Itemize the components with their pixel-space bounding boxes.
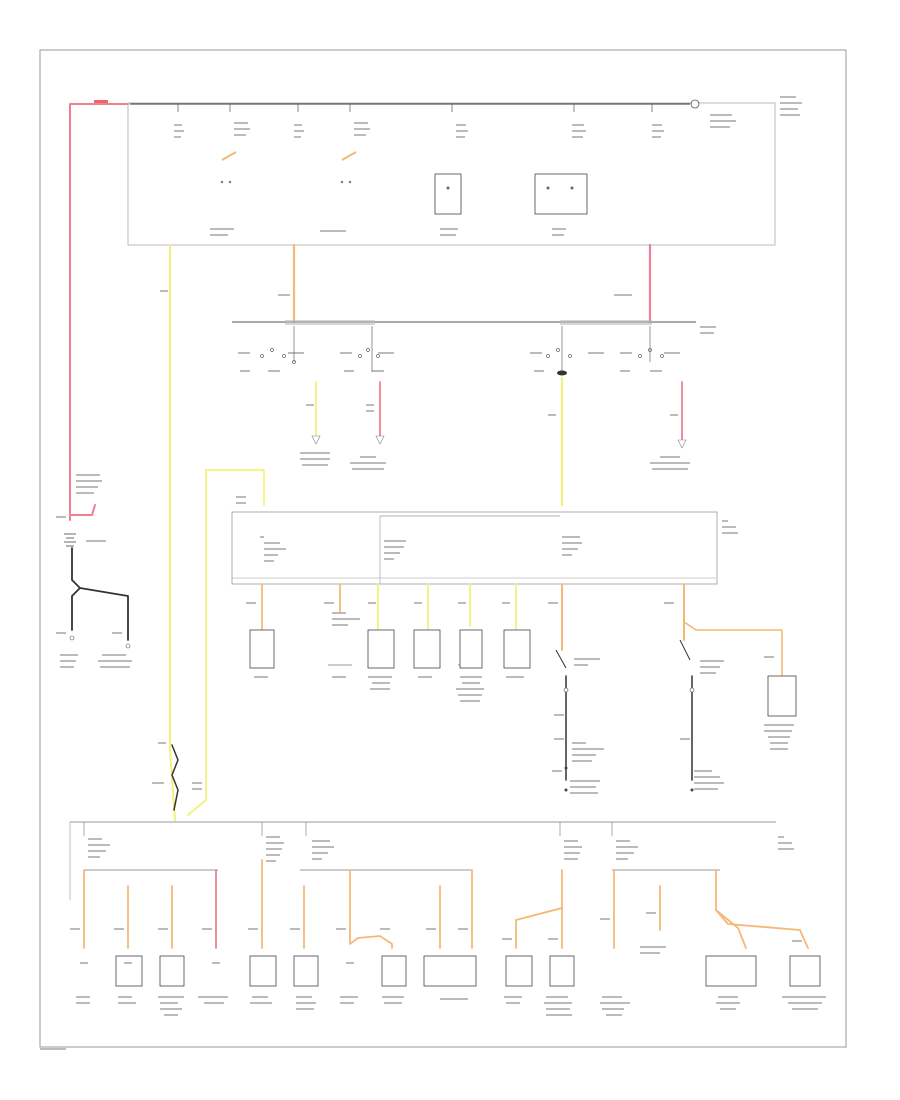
relay-box-1 bbox=[434, 173, 462, 215]
relay-box-2 bbox=[534, 173, 588, 215]
orange-right-branch bbox=[683, 621, 783, 677]
instrument-cluster-component bbox=[367, 629, 395, 669]
mid-component-labels bbox=[254, 676, 524, 702]
body-control-component bbox=[459, 629, 483, 669]
battery-red-jumper bbox=[69, 504, 96, 516]
relay-contacts bbox=[220, 151, 357, 184]
bottom-block-labels bbox=[88, 836, 794, 862]
battery-symbol bbox=[64, 533, 76, 547]
battery-red-wire bbox=[69, 103, 129, 521]
radio-component bbox=[413, 629, 441, 669]
black-splice bbox=[171, 744, 179, 811]
battery-labels bbox=[56, 474, 106, 542]
right-switch-labels bbox=[552, 658, 794, 794]
ignition-label-marks bbox=[238, 326, 716, 372]
underhood-fuse-box bbox=[127, 102, 776, 246]
bottom-wire-labels bbox=[70, 912, 802, 942]
mid-switch-2 bbox=[679, 639, 691, 661]
ground-symbol-top bbox=[690, 99, 700, 109]
ip-fuse-block-mid bbox=[231, 511, 718, 585]
top-fuse-taps bbox=[177, 104, 653, 112]
mid-block-labels bbox=[260, 520, 738, 562]
bottom-wires bbox=[83, 859, 809, 949]
yellow-labels bbox=[152, 290, 246, 790]
radio-placeholder bbox=[328, 664, 352, 666]
mid-switch-1 bbox=[555, 649, 567, 669]
mid-out-labels bbox=[246, 602, 774, 658]
feed-labels bbox=[278, 294, 632, 296]
clock-component bbox=[249, 629, 275, 669]
top-label-marks bbox=[174, 96, 802, 236]
corner-code-mark bbox=[40, 1048, 66, 1050]
diagram-frame bbox=[39, 49, 847, 1048]
ignition-bus-bar-right bbox=[560, 320, 652, 325]
battery-ground-wire-2 bbox=[79, 587, 129, 641]
ignition-bus-bar-left bbox=[285, 320, 375, 325]
yellow-main-feed bbox=[169, 244, 176, 821]
bottom-component-labels bbox=[76, 946, 826, 1016]
ignition-switch-contacts bbox=[260, 326, 664, 372]
bottom-components bbox=[115, 955, 821, 987]
right-side-component bbox=[767, 675, 797, 717]
bottom-bus-taps bbox=[83, 822, 613, 836]
yellow-second-feed bbox=[187, 469, 265, 816]
ignition-out-labels bbox=[300, 404, 690, 470]
ground-labels-left bbox=[56, 632, 132, 668]
cluster-component bbox=[503, 629, 531, 669]
battery-ground-wire bbox=[71, 547, 81, 631]
